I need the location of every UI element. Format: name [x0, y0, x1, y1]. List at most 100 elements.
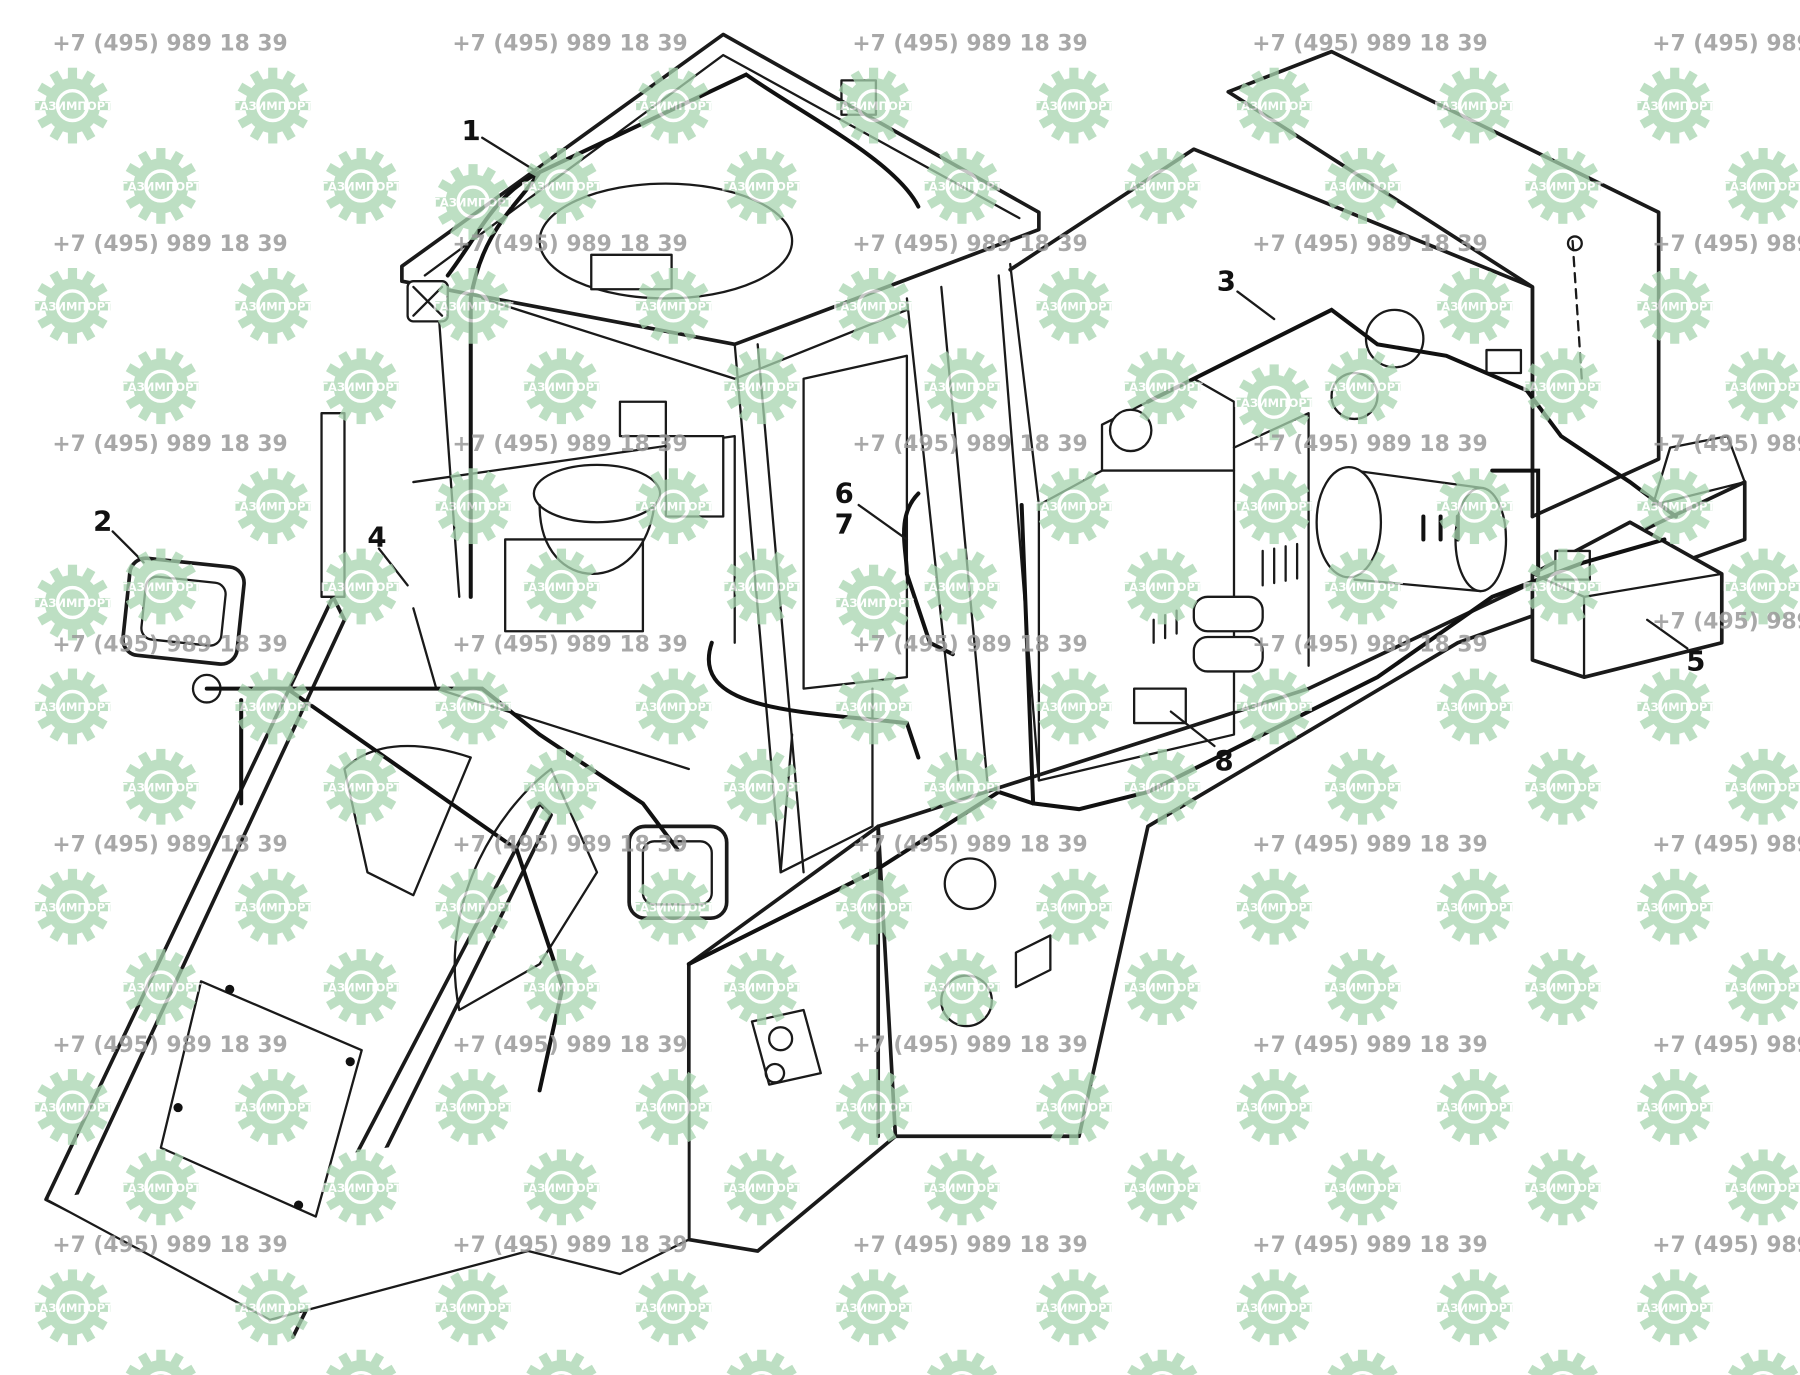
gazimport-logo-watermark: ГАЗИМПОРТ [633, 267, 714, 344]
gazimport-logo-watermark: ГАЗИМПОРТ [1122, 348, 1203, 425]
gazimport-logo-watermark: ГАЗИМПОРТ [32, 267, 113, 344]
gazimport-logo-watermark: ГАЗИМПОРТ [232, 468, 313, 545]
gazimport-logo-watermark: ГАЗИМПОРТ [721, 148, 802, 224]
callout-3: 3 [1217, 265, 1236, 297]
svg-text:ГАЗИМПОРТ: ГАЗИМПОРТ [1434, 900, 1515, 914]
gazimport-logo-watermark: ГАЗИМПОРТ [232, 668, 313, 745]
gazimport-logo-watermark: ГАЗИМПОРТ [926, 1349, 998, 1375]
gazimport-logo-watermark: ГАЗИМПОРТ [1723, 148, 1800, 224]
phone-watermark: +7 (495) 989 18 39 [852, 1233, 1087, 1258]
gazimport-logo-watermark: ГАЗИМПОРТ [1322, 548, 1403, 625]
gazimport-logo-watermark: ГАЗИМПОРТ [232, 67, 313, 144]
phone-watermark: +7 (495) 989 18 39 [852, 432, 1087, 457]
svg-text:ГАЗИМПОРТ: ГАЗИМПОРТ [433, 900, 514, 914]
phone-watermark: +7 (495) 989 18 39 [452, 833, 687, 858]
gazimport-logo-watermark: ГАЗИМПОРТ [922, 1149, 1003, 1226]
gazimport-logo-watermark: ГАЗИМПОРТ [721, 548, 802, 625]
gazimport-logo-watermark: ГАЗИМПОРТ [321, 748, 402, 825]
svg-text:ГАЗИМПОРТ: ГАЗИМПОРТ [833, 1301, 914, 1315]
gazimport-logo-watermark: ГАЗИМПОРТ [721, 1149, 802, 1226]
svg-text:ГАЗИМПОРТ: ГАЗИМПОРТ [1522, 780, 1603, 794]
gazimport-logo-watermark: ГАЗИМПОРТ [1322, 949, 1403, 1025]
svg-text:ГАЗИМПОРТ: ГАЗИМПОРТ [1634, 500, 1715, 514]
gazimport-logo-watermark: ГАЗИМПОРТ [1234, 468, 1315, 545]
gazimport-logo-watermark: ГАЗИМПОРТ [433, 1069, 514, 1145]
svg-text:ГАЗИМПОРТ: ГАЗИМПОРТ [32, 900, 113, 914]
svg-text:ГАЗИМПОРТ: ГАЗИМПОРТ [1322, 1181, 1403, 1195]
callout-6: 6 [835, 478, 854, 510]
svg-text:ГАЗИМПОРТ: ГАЗИМПОРТ [1122, 180, 1203, 194]
gazimport-logo-watermark: ГАЗИМПОРТ [633, 868, 714, 945]
svg-text:ГАЗИМПОРТ: ГАЗИМПОРТ [1122, 580, 1203, 594]
svg-text:ГАЗИМПОРТ: ГАЗИМПОРТ [433, 500, 514, 514]
gazimport-logo-watermark: ГАЗИМПОРТ [633, 1269, 714, 1346]
gazimport-logo-watermark: ГАЗИМПОРТ [1434, 67, 1515, 144]
phone-watermark: +7 (495) 989 18 39 [1652, 432, 1800, 457]
gazimport-logo-watermark: ГАЗИМПОРТ [232, 1269, 313, 1346]
svg-text:ГАЗИМПОРТ: ГАЗИМПОРТ [922, 780, 1003, 794]
gazimport-logo-watermark: ГАЗИМПОРТ [1634, 1069, 1715, 1145]
callout-4: 4 [367, 521, 386, 553]
gazimport-logo-watermark: ГАЗИМПОРТ [833, 67, 914, 144]
gazimport-logo-watermark: ГАЗИМПОРТ [32, 668, 113, 745]
gazimport-logo-watermark: ГАЗИМПОРТ [1434, 1269, 1515, 1346]
svg-text:ГАЗИМПОРТ: ГАЗИМПОРТ [521, 780, 602, 794]
svg-text:ГАЗИМПОРТ: ГАЗИМПОРТ [1122, 1181, 1203, 1195]
gazimport-logo-watermark: ГАЗИМПОРТ [521, 548, 602, 625]
gazimport-logo-watermark: ГАЗИМПОРТ [433, 164, 514, 240]
svg-text:ГАЗИМПОРТ: ГАЗИМПОРТ [721, 981, 802, 995]
gazimport-logo-watermark: ГАЗИМПОРТ [32, 67, 113, 144]
svg-text:ГАЗИМПОРТ: ГАЗИМПОРТ [232, 99, 313, 113]
svg-text:ГАЗИМПОРТ: ГАЗИМПОРТ [833, 900, 914, 914]
gazimport-logo-watermark: ГАЗИМПОРТ [1234, 1269, 1315, 1346]
svg-text:ГАЗИМПОРТ: ГАЗИМПОРТ [521, 1181, 602, 1195]
svg-text:ГАЗИМПОРТ: ГАЗИМПОРТ [922, 380, 1003, 394]
gazimport-logo-watermark: ГАЗИМПОРТ [321, 148, 402, 224]
gazimport-logo-watermark: ГАЗИМПОРТ [521, 148, 602, 224]
svg-text:ГАЗИМПОРТ: ГАЗИМПОРТ [1322, 380, 1403, 394]
gazimport-logo-watermark: ГАЗИМПОРТ [1527, 1349, 1598, 1375]
gazimport-logo-watermark: ГАЗИМПОРТ [1434, 868, 1515, 945]
phone-watermark: +7 (495) 989 18 39 [452, 1233, 687, 1258]
svg-text:ГАЗИМПОРТ: ГАЗИМПОРТ [321, 580, 402, 594]
phone-watermark: +7 (495) 989 18 39 [52, 32, 287, 57]
svg-text:ГАЗИМПОРТ: ГАЗИМПОРТ [433, 299, 514, 313]
svg-text:ГАЗИМПОРТ: ГАЗИМПОРТ [1434, 1101, 1515, 1115]
svg-text:ГАЗИМПОРТ: ГАЗИМПОРТ [1723, 780, 1800, 794]
callout-5: 5 [1686, 645, 1705, 677]
svg-text:ГАЗИМПОРТ: ГАЗИМПОРТ [1723, 981, 1800, 995]
gazimport-logo-watermark: ГАЗИМПОРТ [1434, 1069, 1515, 1145]
gazimport-logo-watermark: ГАЗИМПОРТ [1033, 267, 1115, 344]
svg-text:ГАЗИМПОРТ: ГАЗИМПОРТ [1033, 500, 1114, 514]
svg-text:ГАЗИМПОРТ: ГАЗИМПОРТ [232, 900, 313, 914]
phone-watermark: +7 (495) 989 18 39 [1252, 1033, 1487, 1058]
svg-text:ГАЗИМПОРТ: ГАЗИМПОРТ [833, 1101, 914, 1115]
svg-text:ГАЗИМПОРТ: ГАЗИМПОРТ [1234, 700, 1315, 714]
phone-watermark: +7 (495) 989 18 39 [52, 232, 287, 257]
svg-text:ГАЗИМПОРТ: ГАЗИМПОРТ [120, 981, 201, 995]
gazimport-logo-watermark: ГАЗИМПОРТ [1033, 1069, 1115, 1145]
gazimport-logo-watermark: ГАЗИМПОРТ [833, 267, 914, 344]
svg-text:ГАЗИМПОРТ: ГАЗИМПОРТ [1033, 900, 1114, 914]
gazimport-logo-watermark: ГАЗИМПОРТ [721, 348, 802, 425]
svg-text:ГАЗИМПОРТ: ГАЗИМПОРТ [321, 981, 402, 995]
svg-text:ГАЗИМПОРТ: ГАЗИМПОРТ [1522, 1181, 1603, 1195]
svg-text:ГАЗИМПОРТ: ГАЗИМПОРТ [633, 99, 714, 113]
gazimport-logo-watermark: ГАЗИМПОРТ [321, 348, 402, 425]
svg-text:ГАЗИМПОРТ: ГАЗИМПОРТ [1634, 99, 1715, 113]
gazimport-logo-watermark: ГАЗИМПОРТ [433, 1269, 514, 1346]
svg-text:ГАЗИМПОРТ: ГАЗИМПОРТ [232, 700, 313, 714]
svg-text:ГАЗИМПОРТ: ГАЗИМПОРТ [232, 299, 313, 313]
svg-text:ГАЗИМПОРТ: ГАЗИМПОРТ [232, 1101, 313, 1115]
phone-watermark: +7 (495) 989 18 39 [1652, 833, 1800, 858]
svg-text:ГАЗИМПОРТ: ГАЗИМПОРТ [521, 981, 602, 995]
phone-watermark: +7 (495) 989 18 39 [52, 1033, 287, 1058]
phone-watermark: +7 (495) 989 18 39 [852, 632, 1087, 657]
svg-text:ГАЗИМПОРТ: ГАЗИМПОРТ [32, 299, 113, 313]
svg-text:ГАЗИМПОРТ: ГАЗИМПОРТ [1522, 981, 1603, 995]
gazimport-logo-watermark: ГАЗИМПОРТ [1033, 67, 1115, 144]
gazimport-logo-watermark: ГАЗИМПОРТ [1234, 67, 1315, 144]
svg-text:ГАЗИМПОРТ: ГАЗИМПОРТ [32, 1301, 113, 1315]
gazimport-logo-watermark: ГАЗИМПОРТ [1723, 548, 1800, 625]
